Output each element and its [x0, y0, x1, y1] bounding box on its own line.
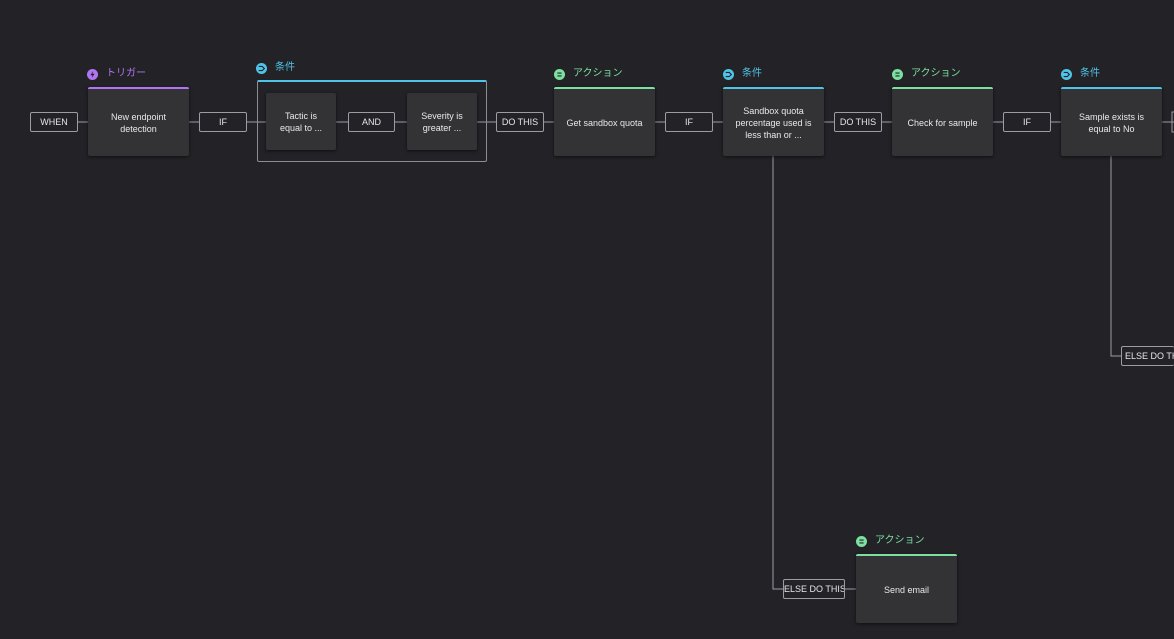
- else-do-this-connector-2[interactable]: ELSE DO THI: [1121, 346, 1174, 366]
- action-header-label: アクション: [911, 68, 961, 79]
- do-this-connector-1[interactable]: DO THIS: [496, 112, 544, 132]
- condition-card-label: Severity is greater ...: [421, 110, 463, 133]
- trigger-card-new-endpoint-detection[interactable]: New endpoint detection: [88, 87, 189, 156]
- if-connector-1[interactable]: IF: [199, 112, 247, 132]
- branch-icon: [723, 68, 734, 80]
- action-card-label: Check for sample: [907, 117, 978, 128]
- else-do-this-connector-1[interactable]: ELSE DO THIS: [783, 579, 845, 599]
- lightning-bolt-icon: [87, 68, 98, 80]
- action-card-get-sandbox-quota[interactable]: Get sandbox quota: [554, 87, 655, 156]
- trigger-header: トリガー: [87, 67, 146, 81]
- when-connector[interactable]: WHEN: [30, 112, 78, 132]
- action-card-label: Send email: [883, 584, 930, 595]
- condition-card-sample-exists[interactable]: Sample exists is equal to No: [1061, 87, 1162, 156]
- condition-card-tactic[interactable]: Tactic is equal to ...: [266, 93, 336, 150]
- and-connector[interactable]: AND: [348, 112, 395, 132]
- condition-header-3: 条件: [1061, 67, 1100, 81]
- condition-header-2: 条件: [723, 67, 762, 81]
- branch-icon: [256, 62, 267, 74]
- do-this-connector-2[interactable]: DO THIS: [834, 112, 882, 132]
- action-icon: [892, 68, 903, 80]
- action-card-send-email[interactable]: Send email: [856, 554, 957, 623]
- condition-card-label: Sandbox quota percentage used is less th…: [735, 105, 812, 140]
- action-header-3: アクション: [856, 534, 925, 548]
- condition-header-label: 条件: [742, 68, 762, 79]
- action-header-label: アクション: [573, 68, 623, 79]
- condition-group[interactable]: [257, 80, 487, 162]
- if-connector-2[interactable]: IF: [665, 112, 713, 132]
- condition-header-label: 条件: [275, 62, 295, 73]
- condition-header-label: 条件: [1080, 68, 1100, 79]
- action-header-label: アクション: [875, 535, 925, 546]
- condition-header-1: 条件: [256, 61, 295, 75]
- condition-card-label: Sample exists is equal to No: [1078, 111, 1145, 134]
- action-card-label: Get sandbox quota: [566, 117, 643, 128]
- condition-card-sandbox-quota[interactable]: Sandbox quota percentage used is less th…: [723, 87, 824, 156]
- if-connector-3[interactable]: IF: [1003, 112, 1051, 132]
- branch-icon: [1061, 68, 1072, 80]
- trigger-card-label: New endpoint detection: [110, 111, 167, 134]
- action-header-1: アクション: [554, 67, 623, 81]
- trigger-header-label: トリガー: [106, 68, 146, 79]
- condition-card-label: Tactic is equal to ...: [279, 110, 323, 133]
- action-icon: [856, 535, 867, 547]
- condition-card-severity[interactable]: Severity is greater ...: [407, 93, 477, 150]
- action-icon: [554, 68, 565, 80]
- action-card-check-for-sample[interactable]: Check for sample: [892, 87, 993, 156]
- action-header-2: アクション: [892, 67, 961, 81]
